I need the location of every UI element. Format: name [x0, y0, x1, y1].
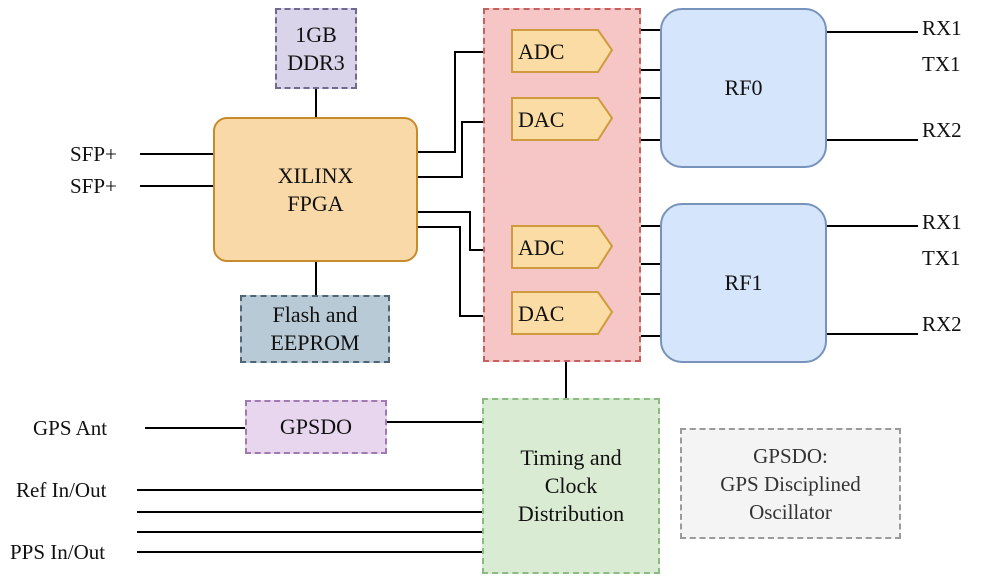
timing-label-line3: Distribution — [517, 501, 625, 526]
adc0-label: ADC — [518, 39, 565, 64]
dac1-label: DAC — [518, 301, 565, 326]
flash-eeprom-block: Flash and EEPROM — [240, 295, 390, 363]
dac0-shape — [511, 97, 614, 141]
rf0-rx1-label: RX1 — [922, 16, 962, 40]
timing-clock-block: Timing and Clock Distribution — [482, 398, 660, 574]
legend-line2: GPS Disciplined — [720, 471, 861, 496]
legend-line3: Oscillator — [749, 499, 832, 524]
gpsdo-label: GPSDO — [279, 414, 353, 439]
adc1-shape — [511, 225, 614, 269]
ddr3-label-line2: DDR3 — [287, 49, 345, 75]
fpga-block: XILINX FPGA — [213, 117, 418, 262]
port-pps-in-out: PPS In/Out — [10, 540, 106, 564]
rf1-rx1-label: RX1 — [922, 210, 962, 234]
port-ref-in-out: Ref In/Out — [16, 478, 107, 502]
timing-label-line2: Clock — [544, 473, 598, 498]
ddr3-label-line1: 1GB — [295, 21, 337, 47]
dac1-shape — [511, 291, 614, 335]
flash-label-line2: EEPROM — [270, 330, 360, 355]
flash-label-line1: Flash and — [272, 302, 358, 327]
adc0-shape — [511, 29, 614, 73]
ddr3-memory-block: 1GB DDR3 — [275, 8, 357, 89]
rf0-block: RF0 — [660, 8, 827, 168]
gpsdo-block: GPSDO — [245, 400, 387, 454]
rf1-block: RF1 — [660, 203, 827, 363]
port-sfp-2: SFP+ — [70, 174, 117, 198]
dac0-label: DAC — [518, 107, 565, 132]
fpga-label-line1: XILINX — [277, 162, 354, 188]
rf1-label: RF1 — [724, 270, 763, 295]
port-sfp-1: SFP+ — [70, 142, 117, 166]
rf0-tx1-label: TX1 — [922, 52, 961, 76]
rf1-tx1-label: TX1 — [922, 246, 961, 270]
rf1-rx2-label: RX2 — [922, 312, 962, 336]
timing-label-line1: Timing and — [520, 445, 622, 470]
rf0-label: RF0 — [724, 75, 763, 100]
adc1-label: ADC — [518, 235, 565, 260]
legend-box: GPSDO: GPS Disciplined Oscillator — [680, 428, 901, 539]
rf0-rx2-label: RX2 — [922, 118, 962, 142]
legend-line1: GPSDO: — [753, 443, 828, 468]
fpga-label-line2: FPGA — [287, 190, 344, 216]
port-gps-ant: GPS Ant — [33, 416, 108, 440]
